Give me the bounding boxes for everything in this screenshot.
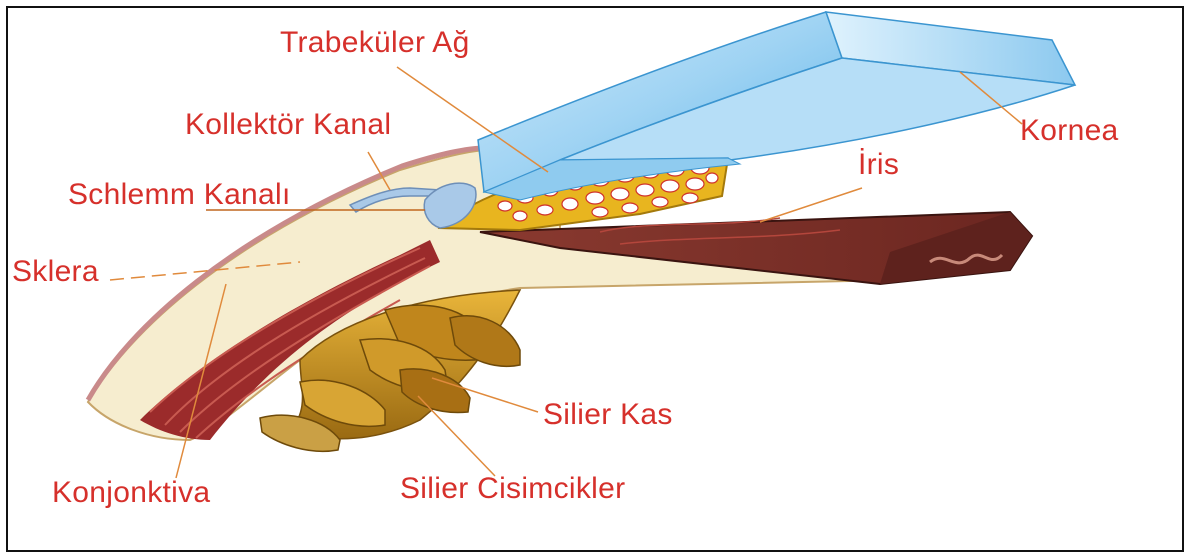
label-conjunctiva: Konjonktiva [52, 478, 210, 508]
label-sclera: Sklera [12, 257, 99, 287]
label-cornea: Kornea [1020, 116, 1119, 146]
label-collector-channel: Kollektör Kanal [185, 110, 391, 140]
label-trabecular-meshwork: Trabeküler Ağ [280, 28, 470, 58]
label-schlemm-canal: Schlemm Kanalı [68, 180, 291, 210]
label-iris: İris [858, 150, 899, 180]
label-ciliary-muscle: Silier Kas [543, 400, 673, 430]
label-ciliary-body: Silier Cisimcikler [400, 474, 625, 504]
cornea-shape [478, 12, 1075, 200]
